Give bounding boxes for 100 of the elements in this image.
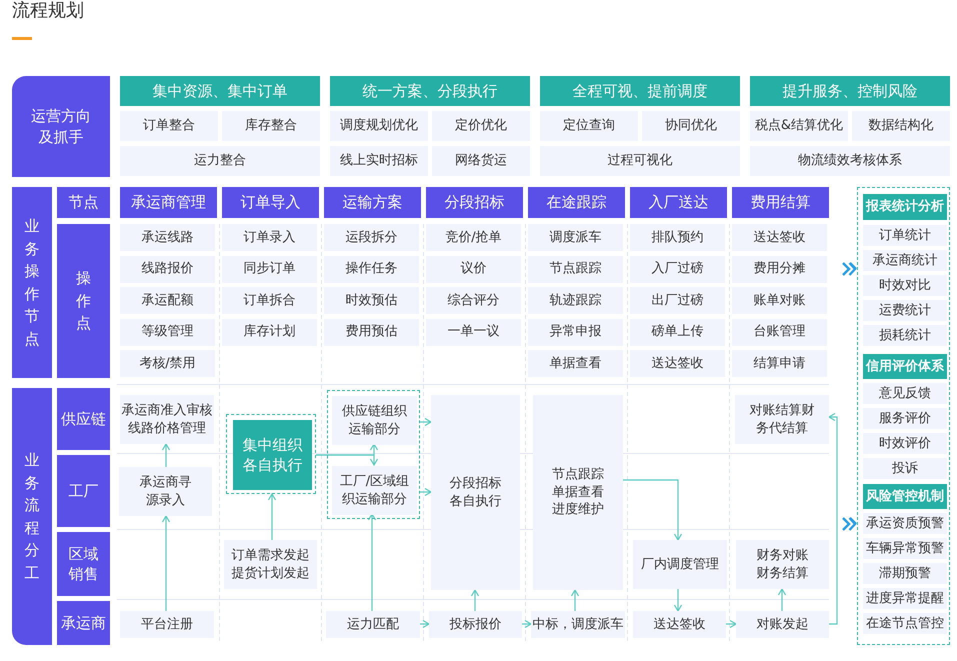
item-box: 订单录入 — [222, 224, 317, 251]
row-label: 运营方向及抓手 — [12, 76, 110, 177]
item-box: 一单一议 — [426, 318, 521, 346]
item-box: 节点跟踪 — [528, 256, 623, 282]
dashed-frame — [226, 414, 316, 494]
row-label: 节点 — [57, 187, 110, 218]
chevron-arrow — [842, 516, 858, 532]
item-box: 运段拆分 — [324, 224, 419, 251]
highlight-box: 集中组织各自执行 — [233, 420, 312, 490]
column-header: 运输方案 — [324, 187, 421, 218]
item-box: 滞期预警 — [863, 563, 947, 584]
item-box: 时效评价 — [863, 433, 947, 454]
section-header: 风险管控机制 — [863, 484, 947, 509]
process-box: 订单需求发起提货计划发起 — [224, 540, 317, 589]
process-box: 节点跟踪单据查看进度维护 — [533, 395, 623, 590]
item-box: 调度派车 — [528, 224, 623, 251]
column-header: 订单导入 — [222, 187, 319, 218]
item-box: 调度规划优化 — [330, 111, 428, 141]
item-box: 订单拆合 — [222, 287, 317, 314]
row-label: 业务操作节点 — [12, 187, 52, 378]
item-box: 综合评分 — [426, 287, 521, 314]
item-box: 单据查看 — [528, 350, 623, 377]
item-box: 定位查询 — [540, 111, 638, 141]
dashed-frame — [327, 390, 420, 519]
chevron-arrow — [842, 262, 858, 276]
item-box: 排队预约 — [630, 224, 725, 251]
process-box: 工厂/区域组织运输部分 — [332, 466, 417, 515]
process-box: 承运商寻源录入 — [119, 467, 212, 516]
item-box: 操作任务 — [324, 256, 419, 282]
arrow — [420, 418, 432, 426]
item-box: 进度异常提醒 — [863, 588, 947, 609]
item-box: 承运资质预警 — [863, 513, 947, 534]
arrow — [570, 589, 580, 611]
process-box: 厂内调度管理 — [633, 540, 727, 589]
process-box: 运力匹配 — [326, 611, 420, 638]
section-header: 信用评价体系 — [863, 354, 947, 379]
row-label: 操作点 — [57, 224, 110, 378]
item-box: 协同优化 — [642, 111, 740, 141]
item-box: 损耗统计 — [863, 325, 947, 346]
item-box: 过程可视化 — [540, 146, 740, 176]
item-box: 送达签收 — [630, 350, 725, 377]
item-box: 时效对比 — [863, 275, 947, 296]
item-box: 承运商统计 — [863, 250, 947, 271]
goal-header: 集中资源、集中订单 — [120, 76, 320, 106]
arrow — [162, 443, 170, 467]
dashed-panel — [857, 187, 950, 645]
arrow — [162, 515, 170, 611]
item-box: 库存整合 — [222, 111, 320, 141]
arrow — [420, 620, 430, 628]
item-box: 轨迹跟踪 — [528, 287, 623, 314]
item-box: 在途节点管控 — [863, 613, 947, 634]
item-box: 送达签收 — [732, 224, 827, 251]
item-box: 意见反馈 — [863, 383, 947, 404]
item-box: 议价 — [426, 256, 521, 282]
lane-label: 工厂 — [57, 455, 110, 527]
item-box: 网络货运 — [432, 146, 530, 176]
item-box: 账单对账 — [732, 287, 827, 314]
process-box: 中标，调度派车 — [531, 611, 625, 638]
column-header: 在途跟踪 — [528, 187, 625, 218]
item-box: 运力整合 — [120, 146, 320, 176]
item-box: 费用预估 — [324, 318, 419, 346]
item-box: 同步订单 — [222, 256, 317, 282]
item-box: 数据结构化 — [852, 111, 950, 141]
item-box: 车辆异常预警 — [863, 538, 947, 559]
item-box: 订单整合 — [120, 111, 218, 141]
process-box: 送达签收 — [633, 611, 726, 638]
arrow — [368, 513, 376, 611]
arrow — [522, 620, 532, 628]
item-box: 时效预估 — [324, 287, 419, 314]
goal-header: 提升服务、控制风险 — [750, 76, 950, 106]
item-box: 税点&结算优化 — [750, 111, 848, 141]
process-box: 承运商准入审核线路价格管理 — [120, 395, 214, 444]
item-box: 承运配额 — [120, 287, 215, 314]
column-header: 承运商管理 — [120, 187, 217, 218]
item-box: 入厂过磅 — [630, 256, 725, 282]
goal-header: 统一方案、分段执行 — [330, 76, 530, 106]
item-box: 线路报价 — [120, 256, 215, 282]
arrow — [674, 589, 682, 612]
process-box: 投标报价 — [429, 611, 522, 638]
process-box: 分段招标各自执行 — [431, 395, 520, 590]
arrow — [828, 412, 838, 625]
item-box: 库存计划 — [222, 318, 317, 346]
process-box: 对账结算财务代结算 — [735, 395, 829, 444]
lane-label: 供应链 — [57, 388, 110, 450]
item-box: 承运线路 — [120, 224, 215, 251]
arrow — [778, 588, 786, 611]
arrow — [420, 488, 432, 496]
arrow — [726, 620, 737, 628]
process-box: 财务对账财务结算 — [736, 540, 829, 589]
row-label: 业务流程分工 — [12, 388, 52, 645]
process-box: 平台注册 — [120, 611, 214, 638]
page-title: 流程规划 — [12, 0, 84, 22]
item-box: 线上实时招标 — [330, 146, 428, 176]
item-box: 台账管理 — [732, 318, 827, 346]
item-box: 结算申请 — [732, 350, 827, 377]
item-box: 运费统计 — [863, 300, 947, 321]
item-box: 竞价/抢单 — [426, 224, 521, 251]
arrow — [316, 454, 378, 466]
goal-header: 全程可视、提前调度 — [540, 76, 740, 106]
item-box: 订单统计 — [863, 225, 947, 246]
